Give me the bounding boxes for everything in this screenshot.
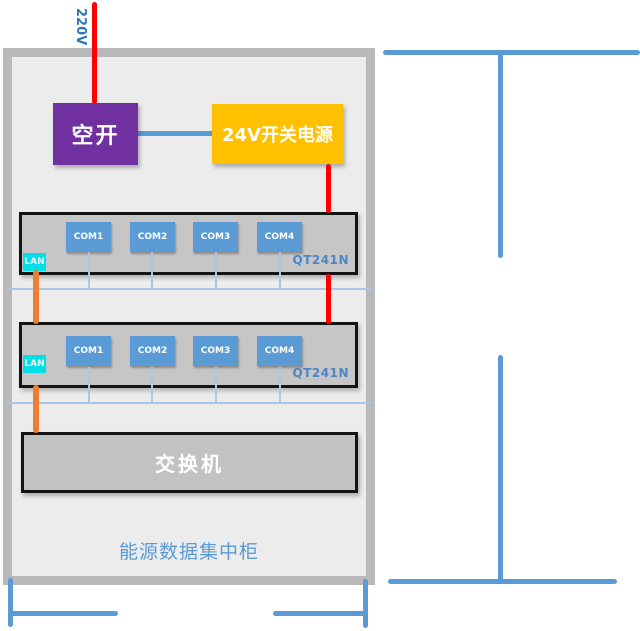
psu-power-line-upper [326,164,331,213]
com-drop-line [88,252,90,290]
com4-port: COM4 [257,336,302,366]
com3-port: COM3 [193,336,238,366]
com1-port: COM1 [66,336,111,366]
com-drop-line [279,367,281,404]
psu-box: 24V开关电源 [212,104,343,164]
com-drop-line [215,252,217,290]
breaker-psu-connector-line [136,131,214,136]
switch-label: 交换机 [155,452,224,476]
power-input-label: 220V [73,8,88,46]
wall-line-bottom-horizontal [388,579,617,584]
com3-port: COM3 [193,222,238,252]
lan-port: LAN [23,355,46,373]
com-drop-line [279,252,281,290]
com-drop-line [215,367,217,404]
com2-port: COM2 [130,222,175,252]
psu-label: 24V开关电源 [222,125,333,146]
device-model-label: QT241N [292,366,349,380]
breaker-box: 空开 [53,103,138,165]
wall-line-top-horizontal [383,50,640,55]
lan-port: LAN [23,253,46,271]
serial-device-1: COM1 COM2 COM3 COM4 LAN QT241N [19,212,358,275]
switch-box: 交换机 [21,432,358,493]
serial-device-2: COM1 COM2 COM3 COM4 LAN QT241N [19,322,358,388]
com4-port: COM4 [257,222,302,252]
com-bus-line-2 [7,402,372,404]
bracket-left-horizontal [8,611,118,616]
power-line-220v [92,2,97,104]
com-bus-line-1 [7,288,372,290]
com-drop-line [151,367,153,404]
cabinet-label: 能源数据集中柜 [118,541,259,563]
com-drop-line [88,367,90,404]
device-model-label: QT241N [292,253,349,267]
psu-power-line-lower [326,274,331,324]
wall-line-bottom-vertical [498,355,503,583]
wall-line-top-vertical [498,50,503,258]
lan-cable-lower [33,385,39,433]
bracket-left-vertical [8,578,13,627]
com1-port: COM1 [66,222,111,252]
com-drop-line [151,252,153,290]
lan-cable-upper [33,270,39,324]
com2-port: COM2 [130,336,175,366]
breaker-label: 空开 [71,124,120,149]
bracket-right-horizontal [273,611,367,616]
bracket-right-vertical [363,579,368,628]
